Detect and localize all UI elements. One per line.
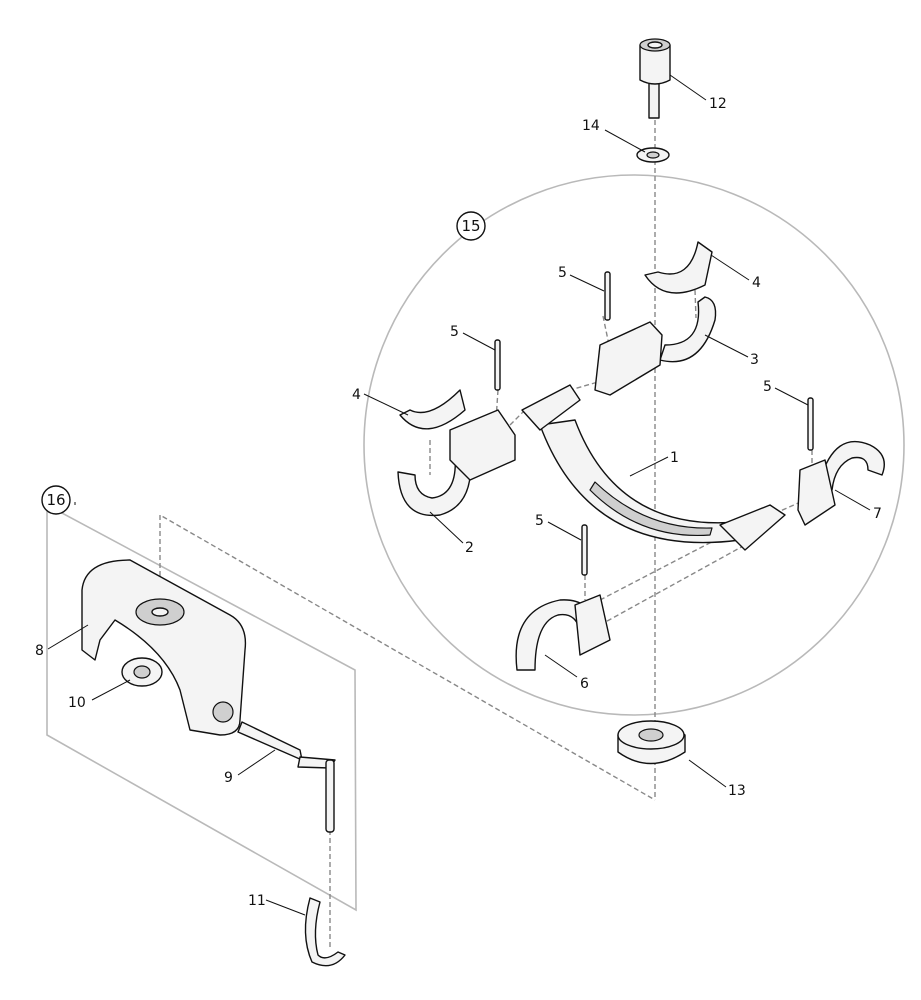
callout-12: 12 (709, 96, 727, 112)
callout-9: 9 (224, 770, 233, 786)
callout-1: 1 (670, 450, 679, 466)
part-4-left-insert (399, 389, 466, 430)
callout-5b: 5 (450, 324, 459, 340)
callout-10: 10 (68, 695, 86, 711)
callout-4a: 4 (352, 387, 361, 403)
group-16-frame (46, 503, 357, 912)
part-5-pins (494, 271, 814, 576)
part-8-clamp-body (81, 559, 247, 736)
group-15-frame (363, 174, 905, 716)
part-1-main-arm (521, 384, 786, 551)
callout-6: 6 (580, 676, 589, 692)
badge-15-text: 15 (461, 217, 480, 235)
leader-lines (47, 74, 871, 916)
callout-labels: 1 2 3 4 4 5 5 5 5 6 7 8 9 10 11 12 13 14 (35, 96, 882, 909)
part-4-right-insert (644, 241, 713, 294)
part-7-right-jaw (797, 440, 885, 526)
callout-11: 11 (248, 893, 266, 909)
part-3-upper-jaw (594, 296, 717, 396)
part-6-lower-jaw (515, 594, 611, 671)
part-12-thumb-screw (639, 38, 671, 119)
callout-8: 8 (35, 643, 44, 659)
badge-16-text: 16 (46, 491, 65, 509)
part-11-clip (304, 897, 346, 967)
part-13-nut-block (617, 720, 686, 765)
badge-group-15: 15 (456, 211, 486, 241)
callout-3: 3 (750, 352, 759, 368)
callout-14: 14 (582, 118, 600, 134)
callout-5a: 5 (558, 265, 567, 281)
part-10-wheel (121, 657, 163, 687)
callout-5d: 5 (535, 513, 544, 529)
callout-5c: 5 (763, 379, 772, 395)
callout-2: 2 (465, 540, 474, 556)
badge-group-16: 16 (41, 485, 71, 515)
part-2-left-jaw (397, 409, 516, 517)
callout-13: 13 (728, 783, 746, 799)
callout-4b: 4 (752, 275, 761, 291)
part-9-spring-screw (237, 721, 336, 833)
callout-7: 7 (873, 506, 882, 522)
